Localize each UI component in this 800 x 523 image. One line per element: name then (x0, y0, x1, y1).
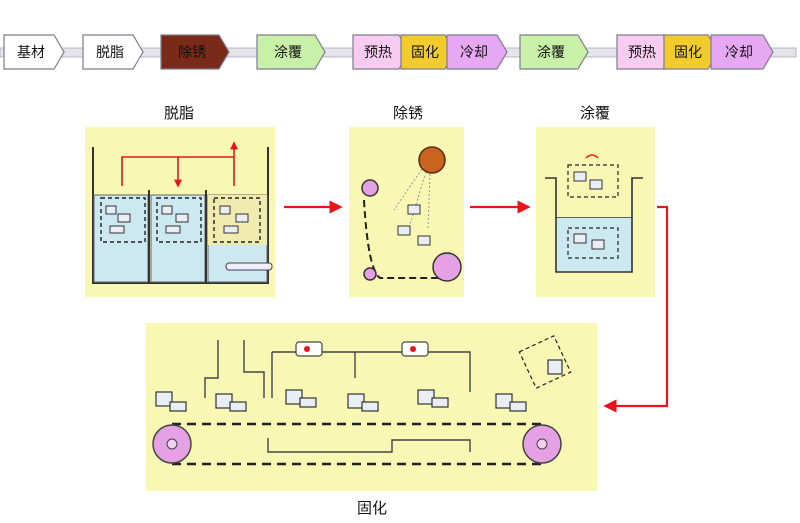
process-step: 冷却 (710, 34, 774, 70)
process-step: 涂覆 (519, 34, 589, 70)
blast-wheel (418, 146, 446, 174)
process-step-label: 预热 (364, 45, 392, 61)
process-step: 固化 (663, 34, 719, 70)
process-step-label: 基材 (17, 44, 45, 61)
process-step: 基材 (3, 34, 65, 70)
process-step-label: 冷却 (460, 45, 488, 61)
cure-panel (146, 323, 597, 491)
process-step-shape (256, 34, 326, 70)
process-step-shape (446, 34, 508, 70)
process-step: 涂覆 (256, 34, 326, 70)
stage-caption-derust: 除锈 (393, 104, 423, 122)
process-step-shape (519, 34, 589, 70)
process-step-label: 除锈 (178, 45, 206, 61)
process-step: 冷却 (446, 34, 508, 70)
process-step-label: 固化 (674, 45, 702, 61)
process-step: 固化 (400, 34, 456, 70)
stage-caption-coat: 涂覆 (580, 104, 610, 122)
stage-caption-cure: 固化 (357, 499, 387, 517)
process-step-label: 涂覆 (274, 45, 302, 61)
process-step-shape (710, 34, 774, 70)
process-step-label: 脱脂 (96, 45, 124, 61)
process-step: 脱脂 (82, 34, 144, 70)
process-step: 除锈 (160, 34, 230, 70)
process-step-shape (3, 34, 65, 70)
process-step: 预热 (352, 34, 410, 70)
process-step-label: 固化 (411, 45, 439, 61)
flow-arrows (284, 200, 669, 413)
process-step-label: 涂覆 (537, 45, 565, 61)
process-step-label: 冷却 (725, 45, 753, 61)
process-pipeline: 基材 脱脂 除锈 涂覆 预热 固化 冷却 涂覆 预热 固化 冷却 (0, 34, 797, 70)
coat-panel (536, 127, 655, 297)
process-step-shape (160, 34, 230, 70)
degrease-panel (85, 127, 275, 297)
derust-panel (349, 127, 464, 297)
stage-caption-degrease: 脱脂 (164, 104, 194, 122)
process-step-shape (82, 34, 144, 70)
process-step-label: 预热 (628, 45, 656, 61)
process-step: 预热 (616, 34, 674, 70)
drive-roller (361, 179, 379, 197)
